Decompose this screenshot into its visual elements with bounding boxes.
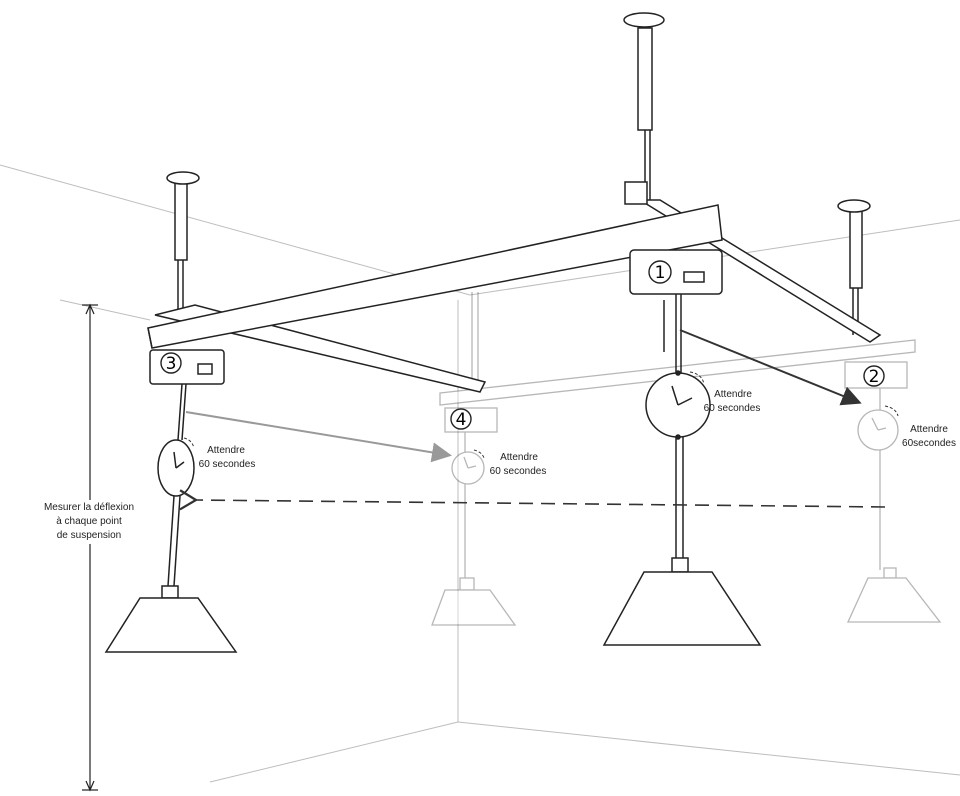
dial-point-3 (157, 439, 195, 497)
wait-label-3-line2: 60 secondes (199, 459, 256, 470)
main-frame (104, 12, 882, 653)
point-1-marker: 1 (648, 260, 672, 284)
wait-label-4-line2: 60 secondes (490, 466, 547, 477)
point-3-label: 3 (166, 354, 177, 374)
point-3-marker: 3 (160, 352, 182, 374)
wait-label-1-line1: Attendre (714, 389, 752, 400)
measure-label-line2: à chaque point (56, 516, 122, 527)
wait-label-4-line1: Attendre (500, 452, 538, 463)
wait-label-1-line2: 60 secondes (704, 403, 761, 414)
arrow-2-to-3 (179, 489, 886, 511)
arrow-1-to-2 (679, 329, 862, 406)
measure-label-line3: de suspension (57, 530, 122, 541)
dial-point-1 (645, 370, 711, 440)
rotation-arcs (183, 371, 899, 459)
point-4-label: 4 (456, 410, 467, 430)
point-2-label: 2 (869, 367, 880, 387)
point-4-marker: 4 (450, 408, 472, 430)
measure-label-line1: Mesurer la déflexion (44, 502, 134, 513)
point-2-marker: 2 (863, 365, 885, 387)
wait-label-2-line1: Attendre (910, 424, 948, 435)
wait-label-3-line1: Attendre (207, 445, 245, 456)
room-lines (0, 164, 960, 783)
wait-label-2-line2: 60secondes (902, 438, 956, 449)
measure-dimension (82, 303, 98, 792)
point-1-label: 1 (655, 263, 666, 283)
arrow-3-to-4 (185, 411, 452, 463)
